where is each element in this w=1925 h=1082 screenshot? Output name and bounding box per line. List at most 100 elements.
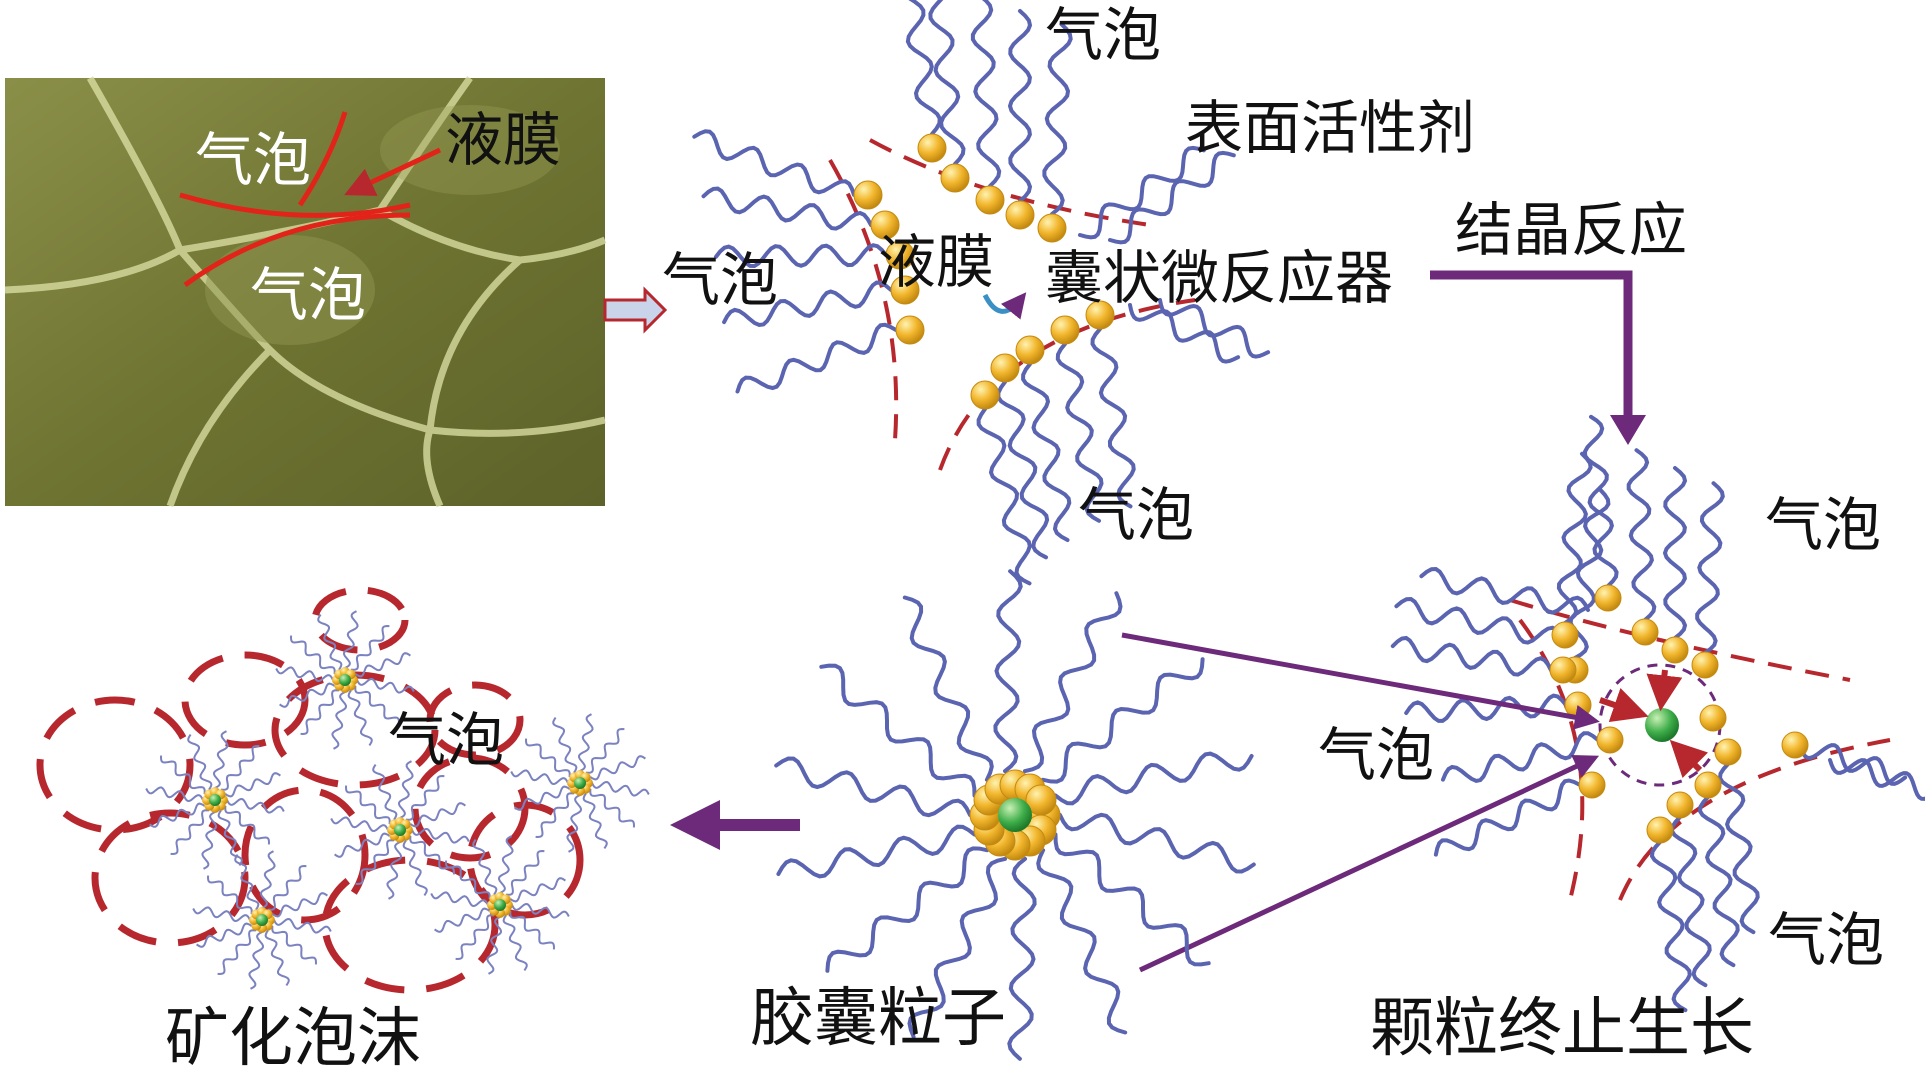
reactor-bead-top	[940, 163, 970, 193]
foam-particle-tail	[347, 689, 373, 746]
foam-particle-tail	[267, 864, 307, 911]
reactor-bead-top	[1037, 213, 1067, 243]
foam-bubble	[36, 696, 194, 834]
capsule-tail	[1053, 832, 1211, 967]
foam-particle-tail	[355, 839, 395, 886]
foam-particle-tail	[585, 727, 625, 774]
foam-bubble	[466, 801, 584, 919]
foam-particle-tail	[497, 835, 514, 894]
capsule-tail	[1007, 856, 1037, 1061]
film-bottom-dashed	[938, 298, 1196, 471]
capsule-tail	[1036, 848, 1128, 1035]
capsule-tail	[993, 569, 1023, 774]
capsule-microreactor	[692, 0, 1271, 586]
foam-particle-core	[209, 794, 221, 806]
reactor-bead-left	[853, 180, 883, 210]
photo-bubble-top-label: 气泡	[195, 126, 311, 194]
growth-bead-top	[1594, 584, 1622, 612]
foam-particle-tail	[356, 677, 415, 694]
reactor-tail-bottom-right	[1128, 303, 1241, 364]
reactor-tail-top	[970, 0, 1002, 188]
growth-bead-far-right	[1781, 731, 1809, 759]
reactor-tail-bottom	[976, 407, 1032, 586]
capsule-reactor-label: 囊状微反应器	[1045, 244, 1393, 312]
foam-particle-tail	[486, 916, 503, 975]
film-line-left	[297, 111, 348, 207]
growth-inward-arrow	[1669, 739, 1709, 779]
growth-bead-top	[1691, 651, 1719, 679]
foam-particle-tail	[405, 774, 445, 821]
growth-tail-left-lower	[1390, 635, 1553, 677]
capsule-tail	[1041, 657, 1205, 784]
growth-tail-bottom	[1649, 840, 1692, 1013]
foam-particle-tail	[430, 891, 489, 908]
foam-particle-tail	[217, 929, 257, 976]
surfactant-label: 表面活性剂	[1185, 94, 1475, 162]
photo-bubble-bottom-label: 气泡	[250, 261, 366, 329]
foam-photo: 气泡 气泡 液膜	[4, 75, 607, 508]
foam-particle-tail	[455, 914, 495, 961]
growth-bubble-top-right-label: 气泡	[1765, 491, 1881, 559]
reactor-tail-bottom-right	[1158, 298, 1271, 359]
foam-particle-tail	[372, 764, 398, 821]
reactor-tail-top-right	[1078, 145, 1206, 240]
growth-tail-right	[1828, 758, 1925, 801]
growth-inward-arrow	[1599, 687, 1649, 723]
capsule-particle	[774, 569, 1256, 1061]
foam-particle-tail	[334, 832, 391, 858]
foam-particle-tail	[279, 682, 336, 708]
foam-particle-tail	[201, 811, 218, 870]
reactor-tail-bottom	[1021, 362, 1072, 542]
reactor-bead-bottom	[1085, 300, 1115, 330]
foam-particle-core	[256, 914, 268, 926]
foam-particle-tail	[409, 802, 466, 828]
reactor-tail-top	[928, 0, 966, 166]
capsule-tail	[1058, 812, 1256, 874]
growth-bead-top	[1661, 636, 1689, 664]
foam-particle-tail	[354, 652, 411, 678]
growth-bead-right	[1699, 704, 1727, 732]
foam-particle-tail	[224, 805, 271, 845]
foam-particle-core	[574, 777, 586, 789]
reactor-liquid-film-label: 液膜	[878, 228, 994, 296]
capsule-tail	[819, 663, 977, 798]
reactor-bead-left	[895, 315, 925, 345]
reactor-tail-top	[1042, 22, 1073, 216]
foam-particle-tail	[159, 755, 206, 795]
reactor-tail-top-right	[1108, 150, 1236, 245]
growth-tail-top	[1582, 414, 1619, 588]
growth-tail-left	[1394, 596, 1565, 645]
growth-tail-left-lower	[1433, 778, 1582, 857]
growth-crystal-core	[1645, 708, 1679, 742]
foam-bubble	[311, 586, 409, 654]
foam-particle-tail	[192, 906, 251, 923]
reactor-tail-left	[722, 280, 893, 328]
foam-particle-tail	[145, 786, 204, 803]
foam-particle-tail	[434, 907, 491, 933]
foam-particle-tail	[566, 794, 583, 853]
foam-particle-tail	[386, 841, 403, 900]
foam-particle-tail	[271, 925, 318, 965]
growth-tail-left-lower	[1441, 731, 1600, 783]
growth-bead-bottom	[1694, 771, 1722, 799]
growth-bead-left	[1596, 726, 1624, 754]
foam-particle-tail	[344, 785, 391, 825]
photo-to-reactor-arrow	[603, 286, 668, 334]
growth-tail-bottom	[1717, 762, 1760, 935]
growth-film-left	[1518, 618, 1585, 901]
film-line-bottom	[183, 212, 411, 288]
film-line-top	[179, 192, 411, 218]
growth-tail-top	[1662, 466, 1688, 640]
foam-particle-tail	[217, 809, 243, 866]
growth-stop-caption: 颗粒终止生长	[1370, 992, 1754, 1066]
growth-tail-right	[1798, 743, 1908, 786]
foam-particle-tail	[289, 635, 336, 675]
foam-particle-tail	[342, 610, 359, 669]
capsule-bead	[1025, 784, 1057, 816]
foam-particle-tail	[170, 809, 210, 856]
growth-film-bottom	[1618, 738, 1891, 901]
film-left-dashed	[828, 159, 899, 441]
foam-particle-tail	[505, 849, 545, 896]
foam-particle-tail	[411, 827, 470, 844]
